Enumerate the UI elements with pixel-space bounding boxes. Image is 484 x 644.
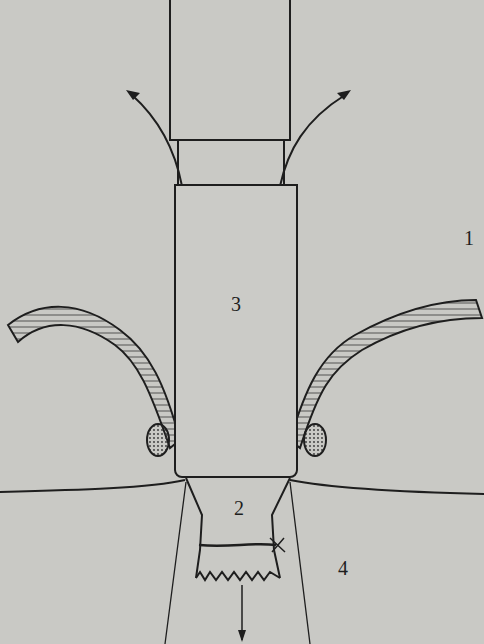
callout-number: 2	[232, 498, 246, 518]
flare-line	[165, 482, 310, 644]
upper-tube	[170, 0, 290, 140]
stump-outline	[186, 478, 290, 578]
frayed-end	[196, 572, 280, 580]
surface-line	[0, 480, 484, 494]
vessel-section	[304, 424, 326, 456]
callout-number: 1	[462, 228, 476, 248]
tube-ring	[178, 140, 284, 185]
ligature-knot	[270, 538, 285, 552]
thread	[280, 95, 345, 186]
vessel-section	[147, 424, 169, 456]
arrowhead	[126, 90, 351, 642]
callout-number: 4	[336, 558, 350, 578]
callout-number: 3	[231, 294, 241, 314]
ligature	[199, 544, 276, 546]
thread	[132, 95, 182, 186]
tube-body: 3	[174, 184, 298, 478]
